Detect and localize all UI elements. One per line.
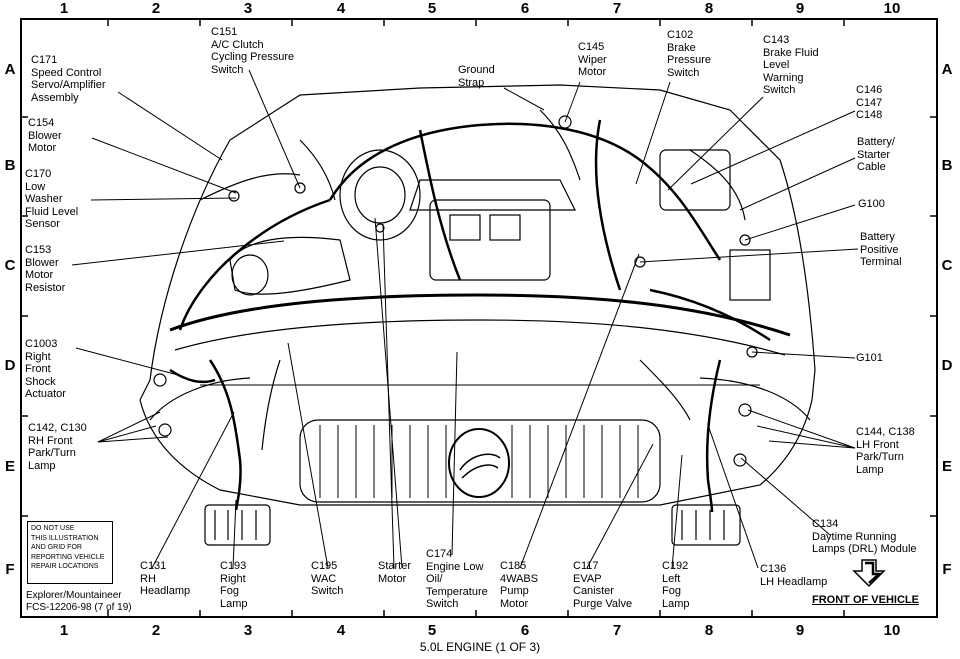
front-of-vehicle-label: FRONT OF VEHICLE (812, 594, 919, 606)
label-c142-c130: C142, C130 RH Front Park/Turn Lamp (28, 422, 87, 472)
grid-row-a-right: A (941, 61, 953, 78)
notice-box: Do not use this illustration and grid fo… (27, 521, 113, 584)
label-c151: C151 A/C Clutch Cycling Pressure Switch (211, 26, 295, 76)
grid-row-f-right: F (942, 561, 952, 578)
label-c131: C131 RH Headlamp (140, 560, 191, 597)
label-c195: C195 WAC Switch (311, 560, 344, 597)
label-c146-c147-c148: C146 C147 C148 (856, 84, 883, 121)
grid-col-2-top: 2 (151, 0, 161, 17)
diagram-caption: 5.0L ENGINE (1 OF 3) (419, 640, 541, 654)
grid-col-9-bottom: 9 (795, 622, 805, 639)
label-battery-positive-terminal: Battery Positive Terminal (860, 231, 902, 268)
label-c192: C192 Left Fog Lamp (662, 560, 690, 610)
grid-frame (20, 18, 938, 618)
grid-row-c-right: C (941, 257, 953, 274)
label-c153: C153 Blower Motor Resistor (25, 244, 66, 294)
grid-col-4-bottom: 4 (336, 622, 346, 639)
label-c145: C145 Wiper Motor (578, 41, 607, 78)
grid-row-a-left: A (4, 61, 16, 78)
grid-row-e-right: E (941, 458, 952, 475)
grid-row-d-right: D (941, 357, 953, 374)
label-starter-motor: Starter Motor (378, 560, 412, 585)
model-reference: Explorer/Mountaineer FCS-12206-98 (7 of … (26, 590, 132, 613)
grid-row-c-left: C (4, 257, 16, 274)
label-c171: C171 Speed Control Servo/Amplifier Assem… (31, 54, 106, 104)
grid-row-e-left: E (4, 458, 15, 475)
grid-col-1-top: 1 (59, 0, 69, 17)
label-g101: G101 (856, 352, 883, 364)
grid-col-2-bottom: 2 (151, 622, 161, 639)
grid-col-7-bottom: 7 (612, 622, 622, 639)
grid-col-4-top: 4 (336, 0, 346, 17)
label-c1003: C1003 Right Front Shock Actuator (25, 338, 66, 400)
grid-col-3-bottom: 3 (243, 622, 253, 639)
label-ground-strap: Ground Strap (458, 64, 495, 89)
grid-col-10-bottom: 10 (883, 622, 901, 639)
grid-col-8-bottom: 8 (704, 622, 714, 639)
label-c170: C170 Low Washer Fluid Level Sensor (25, 168, 79, 230)
grid-col-10-top: 10 (883, 0, 901, 17)
grid-col-1-bottom: 1 (59, 622, 69, 639)
grid-row-b-left: B (4, 157, 16, 174)
grid-row-f-left: F (5, 561, 15, 578)
label-c117: C117 EVAP Canister Purge Valve (573, 560, 633, 610)
grid-row-d-left: D (4, 357, 16, 374)
label-c174: C174 Engine Low Oil/ Temperature Switch (426, 548, 488, 610)
grid-row-b-right: B (941, 157, 953, 174)
grid-col-5-bottom: 5 (427, 622, 437, 639)
label-c185: C185 4WABS Pump Motor (500, 560, 539, 610)
grid-col-5-top: 5 (427, 0, 437, 17)
label-g100: G100 (858, 198, 885, 210)
label-c134: C134 Daytime Running Lamps (DRL) Module (812, 518, 917, 555)
label-c154: C154 Blower Motor (28, 117, 62, 154)
grid-col-8-top: 8 (704, 0, 714, 17)
down-arrow-icon (852, 559, 886, 588)
label-c102: C102 Brake Pressure Switch (667, 29, 712, 79)
label-c143: C143 Brake Fluid Level Warning Switch (763, 34, 819, 96)
label-c193: C193 Right Fog Lamp (220, 560, 248, 610)
grid-col-9-top: 9 (795, 0, 805, 17)
grid-col-3-top: 3 (243, 0, 253, 17)
grid-col-6-top: 6 (520, 0, 530, 17)
grid-col-7-top: 7 (612, 0, 622, 17)
label-c144-c138: C144, C138 LH Front Park/Turn Lamp (856, 426, 915, 476)
label-c136: C136 LH Headlamp (760, 563, 828, 588)
label-battery-starter-cable: Battery/ Starter Cable (857, 136, 895, 173)
grid-col-6-bottom: 6 (520, 622, 530, 639)
